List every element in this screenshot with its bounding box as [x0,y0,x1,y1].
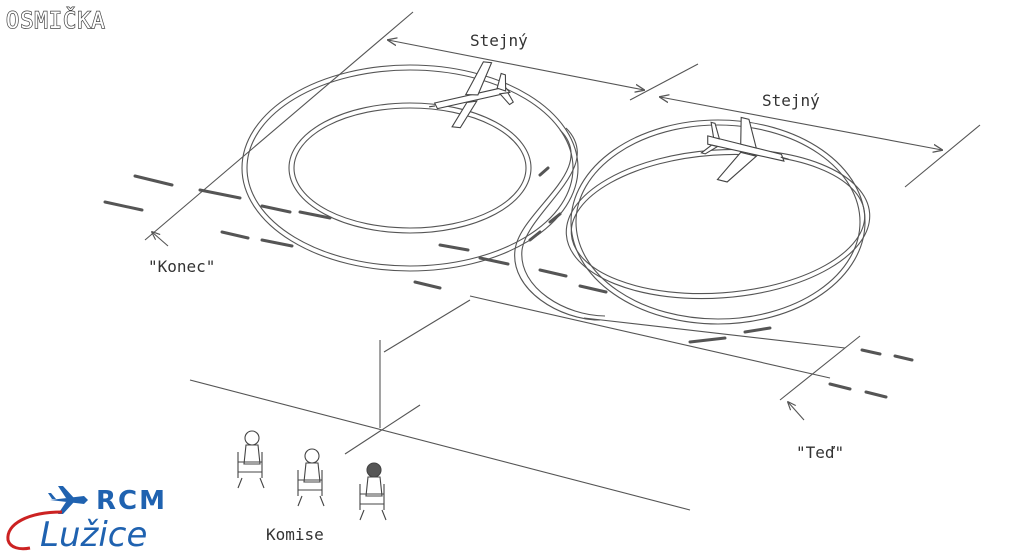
airplane-icon [429,61,514,129]
label-end: "Konec" [148,257,215,276]
label-judges: Komise [266,525,324,544]
right-loop [565,119,871,325]
airplane-icon [700,116,789,183]
crossover-track [514,127,606,321]
club-logo: RCM Lužice [6,486,167,553]
logo-swoosh [6,510,63,551]
dimension-arrows [152,40,942,421]
diagram-title: OSMIČKA [6,8,106,34]
judge-figure-icon [237,430,265,489]
guide-lines [144,11,981,511]
label-equal-left: Stejný [470,31,528,50]
dashed-centerline [103,166,914,399]
logo-name: Lužice [40,515,147,553]
judge-figure-icon [297,448,325,507]
label-now: "Teď" [796,443,844,462]
logo-plane-icon [48,486,88,514]
left-loop [241,64,579,272]
judge-figure-icon [359,462,387,521]
logo-rcm: RCM [96,486,167,516]
label-equal-right: Stejný [762,91,820,110]
